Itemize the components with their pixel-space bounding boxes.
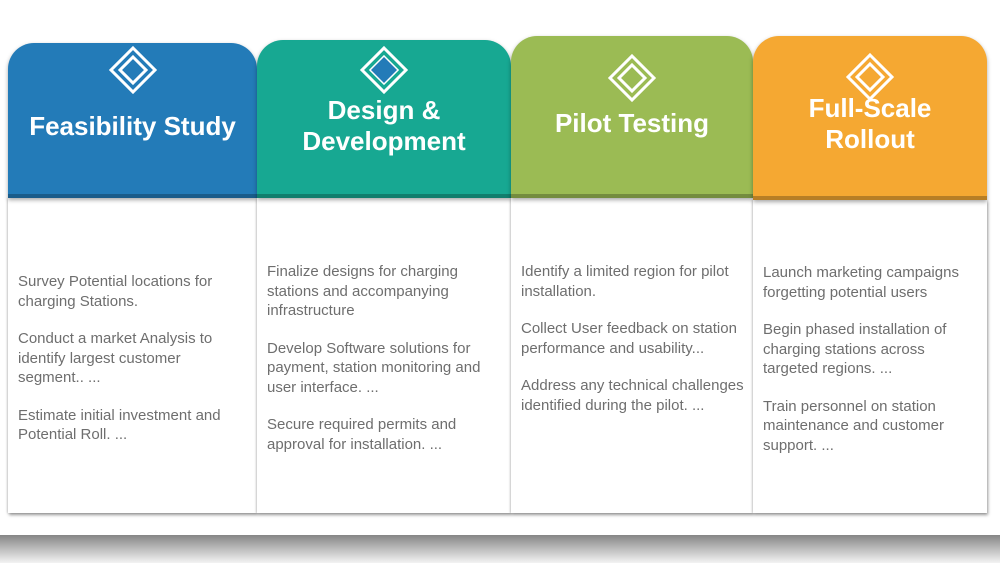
diamond-icon <box>846 53 894 101</box>
slide-shadow <box>0 535 1000 563</box>
stage-item: Conduct a market Analysis to identify la… <box>18 330 213 386</box>
stage-header: Full-Scale Rollout <box>753 36 987 200</box>
stage-item: Address any technical challenges identif… <box>521 377 744 414</box>
stage-feasibility: Survey Potential locations for charging … <box>8 0 257 520</box>
stage-body: Finalize designs for charging stations a… <box>257 198 511 513</box>
stage-design: Finalize designs for charging stations a… <box>257 0 511 520</box>
stage-item: Collect User feedback on station perform… <box>521 320 737 357</box>
stage-title: Feasibility Study <box>29 111 236 141</box>
stage-items: Finalize designs for charging stations a… <box>267 262 503 472</box>
stage-title: Pilot Testing <box>554 108 710 138</box>
stage-rollout: Launch marketing campaigns forgetting po… <box>753 0 987 520</box>
stage-pilot: Identify a limited region for pilot inst… <box>511 0 753 520</box>
stage-item: Secure required permits and approval for… <box>267 416 457 453</box>
stage-items: Survey Potential locations for charging … <box>18 272 249 463</box>
stage-item: Develop Software solutions for payment, … <box>267 339 481 396</box>
diamond-icon <box>608 54 656 102</box>
stage-item: Estimate initial investment and Potentia… <box>18 406 221 444</box>
stage-title: Full-Scale Rollout <box>808 93 932 154</box>
stage-header: Pilot Testing <box>511 36 753 198</box>
stage-item: Identify a limited region for pilot inst… <box>521 263 729 300</box>
stage-item: Launch marketing campaigns forgetting po… <box>763 264 959 301</box>
stage-item: Train personnel on station maintenance a… <box>763 397 944 454</box>
stage-body: Survey Potential locations for charging … <box>8 198 257 513</box>
stage-header: Feasibility Study <box>8 43 257 198</box>
stage-items: Launch marketing campaigns forgetting po… <box>763 263 979 473</box>
stage-item: Begin phased installation of charging st… <box>763 321 947 377</box>
stage-title: Design & Development <box>302 95 466 156</box>
stage-item: Finalize designs for charging stations a… <box>267 263 458 319</box>
diamond-filled-icon <box>360 46 408 94</box>
diamond-icon <box>108 46 157 94</box>
stage-header: Design & Development <box>257 40 511 198</box>
stage-body: Identify a limited region for pilot inst… <box>511 198 753 513</box>
stage-item: Survey Potential locations for charging … <box>18 273 213 310</box>
stage-body: Launch marketing campaigns forgetting po… <box>753 200 987 513</box>
stage-items: Identify a limited region for pilot inst… <box>521 262 745 433</box>
